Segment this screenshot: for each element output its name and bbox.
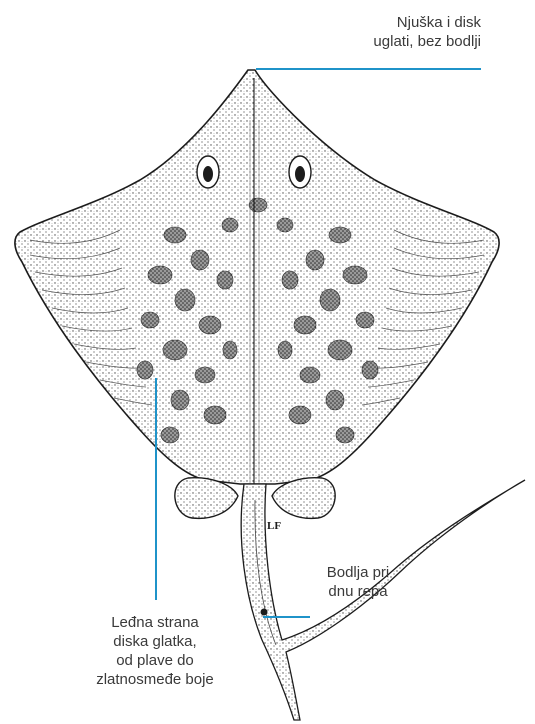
- dorsal-label-line-1: Leđna strana: [60, 613, 250, 632]
- artist-signature: LF: [267, 520, 281, 532]
- tail-spine: [261, 609, 268, 616]
- snout-label-line-1: Njuška i disk: [373, 13, 481, 32]
- dorsal-label-line-3: od plave do: [60, 651, 250, 670]
- tail-spine-label: Bodlja pri dnu repa: [310, 563, 406, 601]
- dorsal-label-line-2: diska glatka,: [60, 632, 250, 651]
- ray-disc: [15, 70, 499, 484]
- tail-spine-label-line-2: dnu repa: [310, 582, 406, 601]
- dorsal-label-line-4: zlatnosmeđe boje: [60, 670, 250, 689]
- snout-label: Njuška i disk uglati, bez bodlji: [373, 13, 481, 51]
- tail-spine-label-line-1: Bodlja pri: [310, 563, 406, 582]
- dorsal-label: Leđna strana diska glatka, od plave do z…: [60, 613, 250, 689]
- snout-label-line-2: uglati, bez bodlji: [373, 32, 481, 51]
